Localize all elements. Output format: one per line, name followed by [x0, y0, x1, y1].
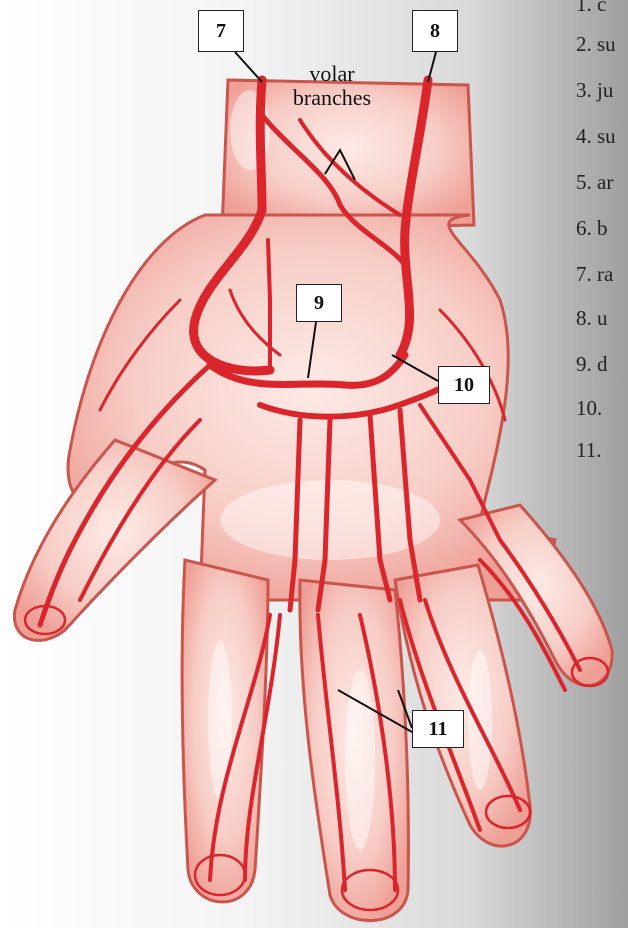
leader-ulnar: [428, 52, 436, 82]
legend-item-1: 1. c: [576, 0, 606, 17]
callout-radial-artery: 7: [198, 10, 244, 52]
legend-item-5: 5. ar: [576, 170, 613, 195]
legend-item-9: 9. d: [576, 352, 608, 377]
legend-item-3: 3. ju: [576, 78, 613, 103]
callout-ulnar-artery: 8: [412, 10, 458, 52]
ring-finger: [395, 565, 530, 846]
legend-item-10: 10.: [576, 396, 602, 421]
legend-item-8: 8. u: [576, 306, 608, 331]
callout-digital-arteries: 11: [412, 710, 464, 748]
leader-radial: [235, 52, 262, 82]
legend-item-11: 11.: [576, 438, 601, 463]
legend-item-2: 2. su: [576, 32, 616, 57]
volar-branches-label: volar branches: [262, 62, 402, 110]
callout-palmar-metacarpal: 10: [438, 366, 490, 404]
volar-branches-line2: branches: [262, 86, 402, 110]
legend-item-6: 6. b: [576, 216, 608, 241]
callout-deep-palmar-arch: 9: [296, 284, 342, 322]
volar-branches-line1: volar: [262, 62, 402, 86]
legend-item-4: 4. su: [576, 124, 616, 149]
legend-item-7: 7. ra: [576, 262, 613, 287]
